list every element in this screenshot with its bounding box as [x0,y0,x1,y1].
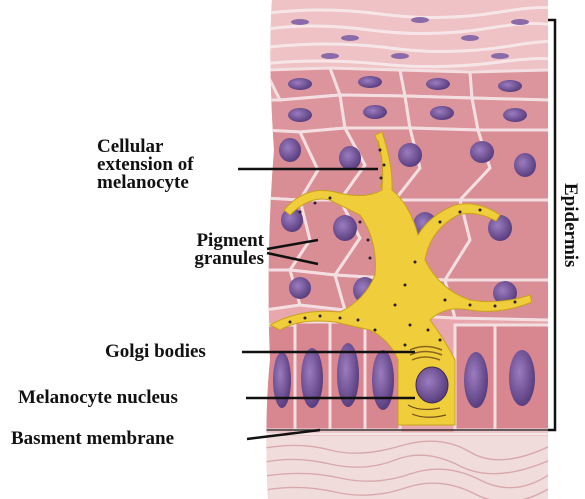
stratum-granulosum [265,68,550,132]
label-cellular-extension: Cellular extension of melanocyte [97,138,194,192]
epidermis-bracket [548,20,555,430]
label-basement-membrane: Basment membrane [11,430,174,448]
stratum-corneum [260,0,561,70]
label-golgi-bodies: Golgi bodies [105,343,206,361]
label-epidermis: Epidermis [559,140,581,310]
label-melanocyte-nucleus: Melanocyte nucleus [18,389,178,407]
dermis [260,436,560,499]
label-line: granules [120,250,264,268]
label-line: melanocyte [97,174,194,192]
label-pigment-granules: Pigment granules [120,232,264,268]
melanocyte-nucleus [416,367,448,403]
